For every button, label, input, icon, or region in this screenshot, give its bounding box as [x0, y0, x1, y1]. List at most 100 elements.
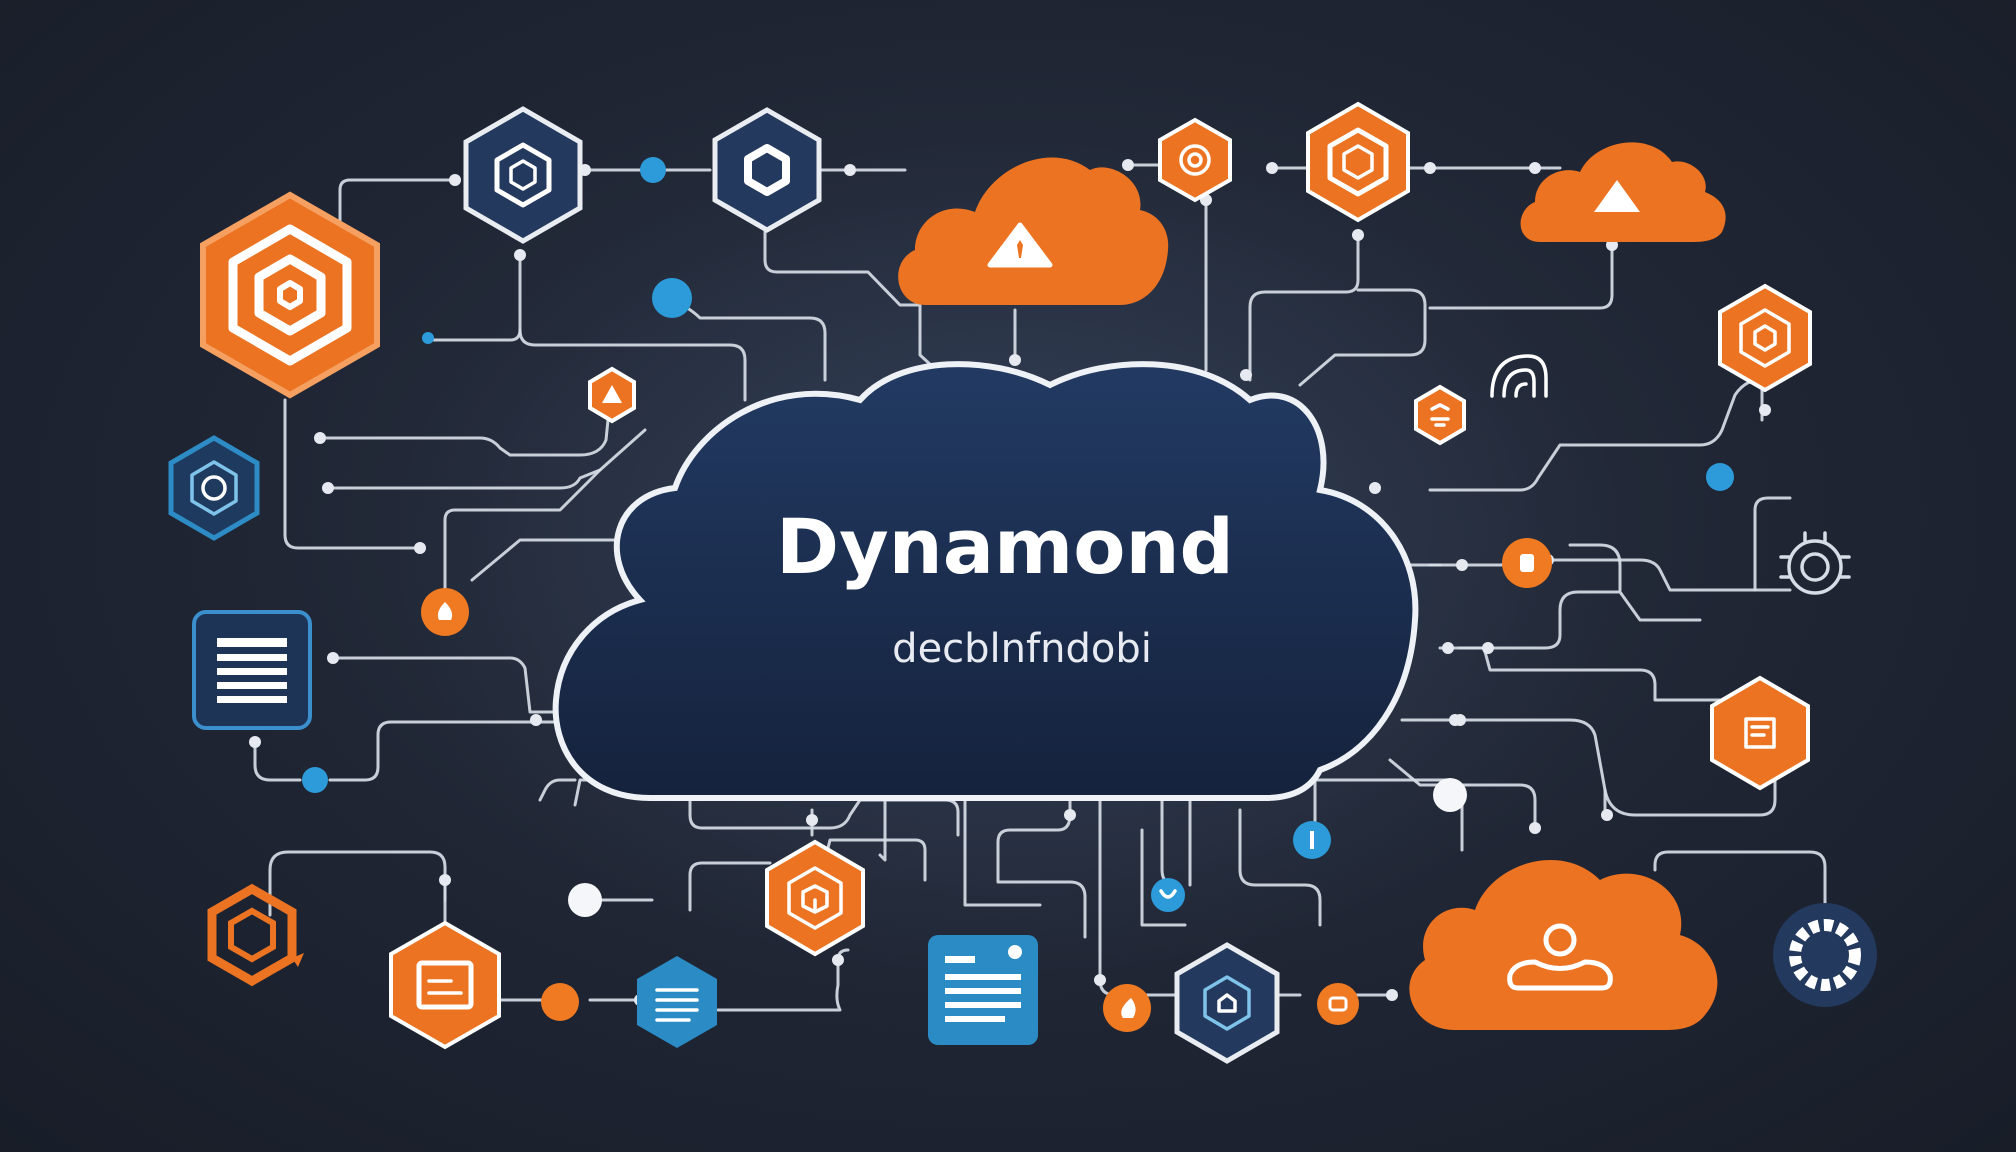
list-icon-line — [217, 638, 287, 647]
node-info-bottom — [1310, 831, 1314, 849]
flame-icon — [1121, 998, 1136, 1018]
refresh-icon — [228, 907, 276, 963]
warning-icon — [602, 385, 622, 403]
node-server-bottom — [389, 920, 501, 1050]
node-wifi — [1490, 354, 1548, 398]
junction-dot — [314, 432, 326, 444]
wire — [1438, 590, 1702, 650]
node-warning-left — [588, 366, 636, 424]
node-fire-bottom — [1103, 984, 1151, 1032]
server-icon — [416, 960, 474, 1010]
junction-dot — [1424, 162, 1436, 174]
wire — [1458, 646, 1722, 702]
wifi-icon — [1490, 354, 1548, 398]
junction-dot — [322, 482, 334, 494]
blue-node-dot — [1151, 878, 1185, 912]
database-icon — [1520, 554, 1534, 572]
wire — [1238, 808, 1322, 927]
wire — [538, 778, 577, 802]
node-document-right — [1710, 675, 1810, 791]
node-document-bottom — [928, 935, 1038, 1045]
refresh-icon — [201, 475, 227, 501]
junction-dot — [1352, 229, 1364, 241]
blue-node-dot — [640, 157, 666, 183]
node-document-left — [192, 610, 312, 730]
wire — [688, 861, 772, 912]
junction-dot — [1454, 714, 1466, 726]
wire — [1400, 718, 1777, 817]
gear-icon-hub — [1803, 933, 1847, 977]
hexagon-icon — [744, 144, 790, 196]
list-icon-line — [945, 988, 1021, 994]
loop-icon — [1159, 889, 1177, 899]
junction-dot — [1601, 809, 1613, 821]
warning-icon — [1594, 180, 1640, 212]
junction-dot — [1009, 354, 1021, 366]
refresh-icon-inner — [1187, 152, 1203, 168]
wire — [253, 740, 302, 782]
list-icon-line — [217, 654, 287, 661]
gear-icon — [1787, 539, 1843, 595]
wire — [338, 178, 457, 230]
junction-dot — [844, 164, 856, 176]
junction-dot — [1064, 809, 1076, 821]
orange-cloud — [1409, 859, 1718, 1030]
node-hexagon-navy-1 — [463, 106, 583, 244]
junction-dot — [1240, 369, 1252, 381]
flame-icon — [437, 602, 453, 620]
blue-node-dot — [422, 332, 434, 344]
cube-icon — [1217, 993, 1237, 1013]
hexagon-icon — [1203, 975, 1251, 1031]
node-db-bottom — [1317, 983, 1359, 1025]
hexagon-shape — [765, 839, 865, 957]
wire — [878, 798, 887, 862]
blue-node-dot — [1706, 463, 1734, 491]
node-gear-bottom-right — [1773, 903, 1877, 1007]
node-gear-right — [1779, 531, 1851, 595]
diagram-subtitle: decblnfndobi — [892, 626, 1152, 672]
blue-node-dot — [652, 278, 692, 318]
wire — [1388, 758, 1537, 834]
junction-dot — [1122, 159, 1134, 171]
node-target-large — [200, 191, 380, 399]
target-icon — [228, 224, 352, 366]
hexagon-icon-inner — [509, 159, 537, 191]
hexagon-icon — [1327, 127, 1389, 197]
junction-dot — [514, 249, 526, 261]
junction-dot — [1266, 162, 1278, 174]
refresh-icon — [1179, 144, 1211, 176]
wire — [1428, 243, 1614, 310]
wire — [326, 468, 602, 490]
hexagon-shape — [200, 191, 380, 399]
target-icon-core — [277, 280, 303, 310]
hexagon-icon — [787, 866, 843, 930]
node-fire-left — [421, 588, 469, 636]
junction-dot — [1094, 974, 1106, 986]
list-icon-line — [217, 696, 287, 703]
junction-dot — [806, 814, 818, 826]
hexagon-shape — [389, 920, 501, 1050]
target-icon — [1739, 308, 1791, 368]
node-db-right — [1502, 538, 1552, 588]
wire — [1140, 828, 1187, 927]
junction-dot — [1369, 482, 1381, 494]
hexagon-shape — [1174, 942, 1280, 1064]
hexagon-shape — [1718, 283, 1812, 393]
document-icon — [1744, 717, 1776, 749]
cloud-warning-top — [898, 157, 1169, 305]
hexagon-icon-inner — [1342, 144, 1374, 180]
list-icon-line — [945, 1016, 1005, 1022]
gear-icon-teeth — [1779, 531, 1851, 579]
wire — [443, 428, 647, 590]
junction-dot — [1456, 559, 1468, 571]
cloud-warning-right — [1520, 142, 1726, 242]
hexagon-shape — [637, 956, 717, 1048]
target-icon-inner — [1753, 324, 1777, 352]
list-icon-line — [945, 974, 1021, 980]
wire — [716, 963, 842, 1012]
node-refresh-left — [168, 435, 260, 541]
hexagon-shape — [463, 106, 583, 244]
node-small-orange-right — [1414, 384, 1466, 446]
server-icon-lines — [427, 979, 463, 995]
